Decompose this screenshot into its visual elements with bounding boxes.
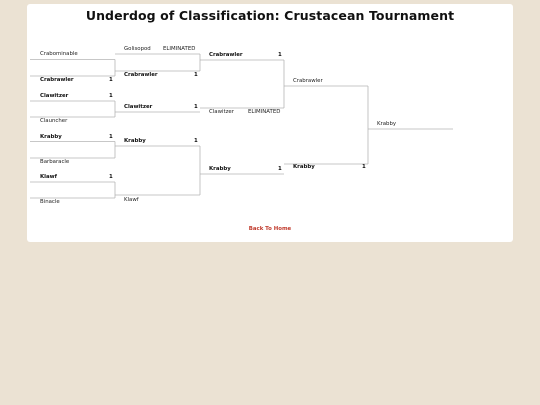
team-score: 1 — [109, 134, 113, 140]
team-name: Krabby — [40, 134, 62, 140]
team-name: Clawitzer — [40, 93, 69, 99]
team-name: Klawf — [40, 174, 57, 180]
team-name: Crabrawler — [209, 52, 243, 58]
champion-name: Krabby — [377, 121, 397, 127]
team-name: Crabrawler — [124, 72, 158, 78]
back-to-home-link[interactable]: Back To Home — [248, 226, 292, 232]
team-score: 1 — [109, 174, 113, 180]
team-score: 1 — [194, 72, 198, 78]
team-score: 1 — [362, 164, 366, 170]
team-score: 1 — [278, 52, 282, 58]
team-score: 1 — [194, 138, 198, 144]
team-name: Clawitzer — [124, 104, 153, 110]
eliminated-label: ELIMINATED — [248, 109, 281, 115]
team-score: 1 — [109, 77, 113, 83]
team-name: Clauncher — [40, 118, 68, 124]
page-title: Underdog of Classification: Crustacean T… — [85, 8, 455, 23]
team-name: Krabby — [209, 166, 231, 172]
team-name: Crabominable — [40, 51, 78, 57]
team-name: Klawf — [124, 197, 139, 203]
eliminated-label: ELIMINATED — [163, 46, 196, 52]
team-name: Krabby — [124, 138, 146, 144]
team-name: Golisopod — [124, 46, 151, 52]
team-score: 1 — [109, 93, 113, 99]
tournament-card — [27, 4, 513, 242]
team-name: Crabrawler — [40, 77, 74, 83]
team-name: Crabrawler — [293, 78, 323, 84]
team-score: 1 — [278, 166, 282, 172]
team-name: Krabby — [293, 164, 315, 170]
team-name: Binacle — [40, 199, 60, 205]
team-score: 1 — [194, 104, 198, 110]
team-name: Barbaracle — [40, 159, 70, 165]
team-name: Clawitzer — [209, 109, 234, 115]
